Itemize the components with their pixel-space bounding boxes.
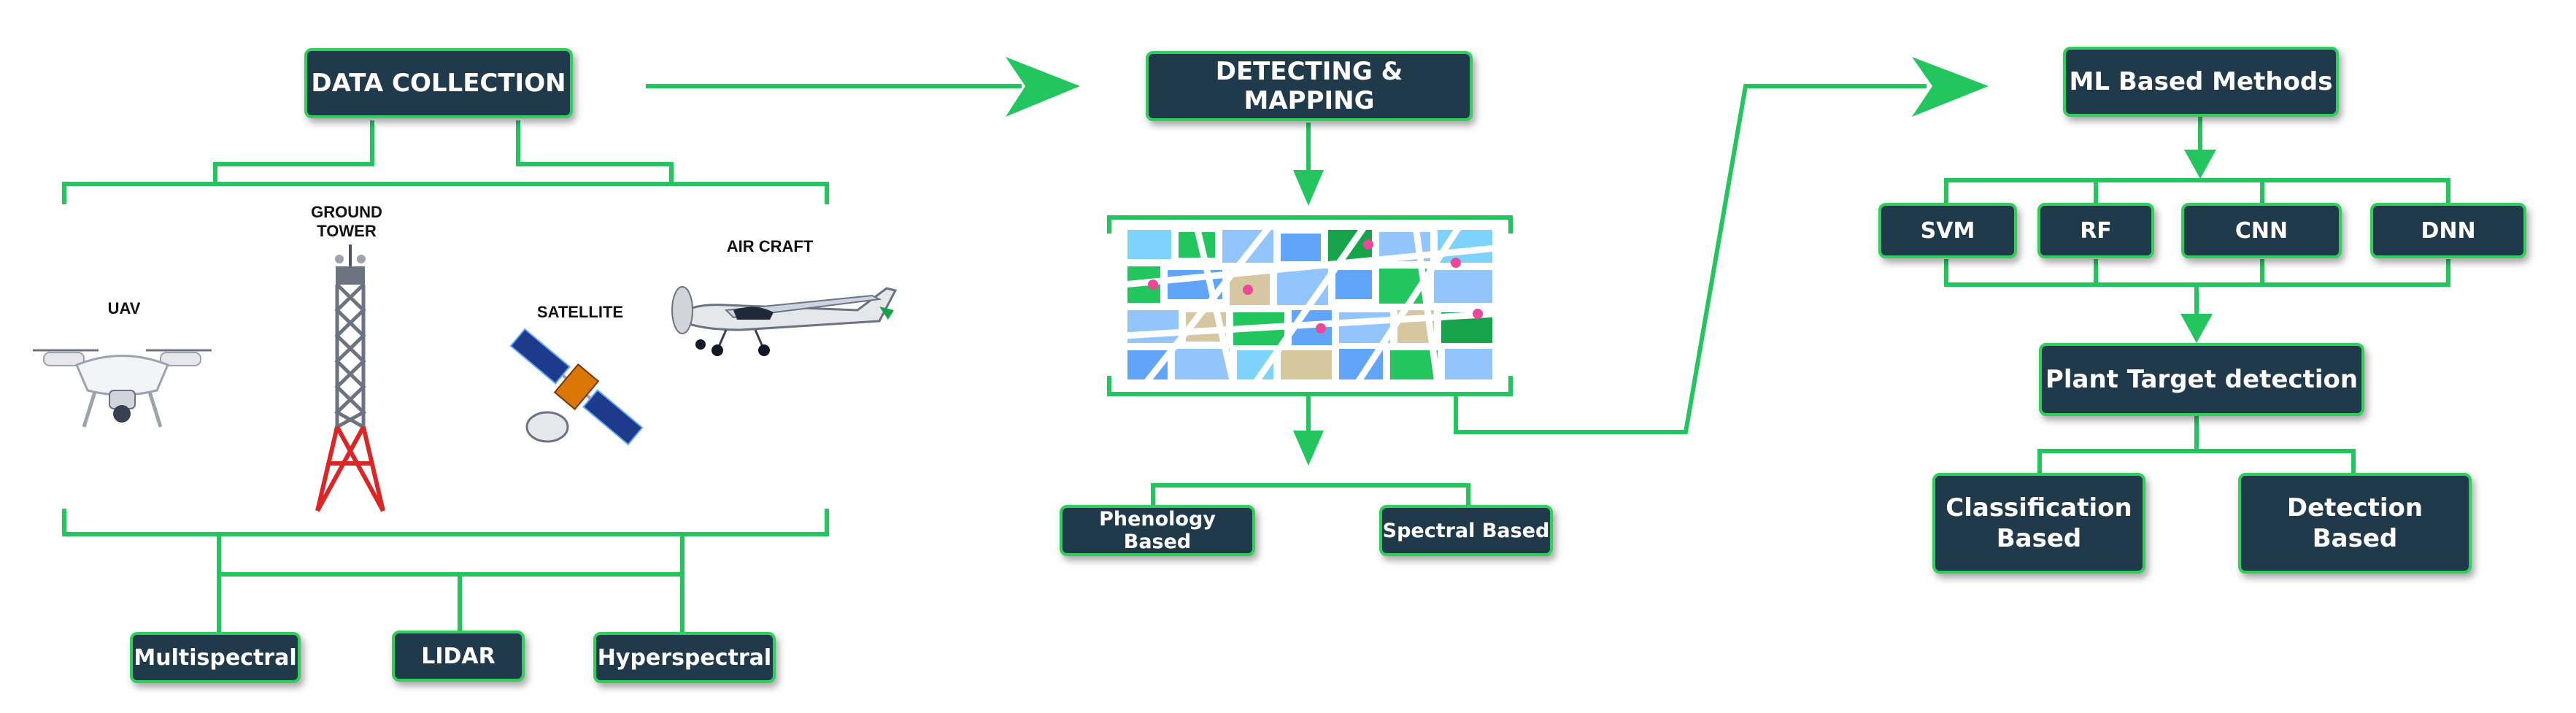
aircraft-icon	[671, 286, 898, 356]
connector-line	[2037, 449, 2356, 474]
drone-icon	[33, 349, 212, 428]
classification-based-box: Classification Based	[1932, 473, 2145, 574]
satellite-icon	[509, 328, 644, 446]
data-collection-box: DATA COLLECTION	[304, 48, 573, 118]
uav-label: UAV	[107, 299, 141, 317]
plant-target-detection-box: Plant Target detection	[2039, 343, 2364, 416]
detecting-mapping-box: DETECTING & MAPPING	[1146, 51, 1473, 121]
connector-line	[516, 120, 674, 182]
arrowhead	[1293, 170, 1324, 206]
method-dnn-box: DNN	[2370, 203, 2526, 258]
connector-line	[217, 534, 685, 577]
ground-tower-label: GROUND TOWER	[311, 203, 382, 240]
ground-tower-icon	[315, 244, 385, 512]
aircraft-label: AIR CRAFT	[726, 237, 814, 255]
sensor-hyperspectral-box: Hyperspectral	[593, 632, 776, 683]
ml-methods-box: ML Based Methods	[2063, 47, 2339, 117]
method-svm-box: SVM	[1878, 203, 2017, 258]
phenology-based-box: Phenology Based	[1060, 505, 1255, 556]
connector-line	[1944, 178, 2450, 204]
connector-line	[62, 182, 829, 204]
connector-line	[1454, 84, 1927, 434]
connector-line	[62, 509, 829, 536]
sensor-multispectral-box: Multispectral	[130, 632, 301, 683]
detection-based-box: Detection Based	[2238, 473, 2472, 574]
city-map-icon	[1124, 226, 1496, 383]
spectral-based-box: Spectral Based	[1379, 505, 1553, 556]
connector-line	[1944, 259, 2450, 287]
map-frame	[1107, 215, 1513, 234]
connector-line	[1151, 483, 1470, 506]
arrowhead	[2184, 150, 2216, 179]
method-rf-box: RF	[2037, 203, 2154, 258]
method-cnn-box: CNN	[2181, 203, 2342, 258]
arrowhead	[1912, 57, 1989, 117]
arrowhead	[1293, 431, 1324, 466]
sensor-lidar-box: LIDAR	[392, 631, 525, 682]
satellite-label: SATELLITE	[536, 303, 624, 321]
arrowhead	[1006, 57, 1080, 117]
arrowhead	[2180, 314, 2213, 343]
connector-line	[213, 120, 374, 182]
